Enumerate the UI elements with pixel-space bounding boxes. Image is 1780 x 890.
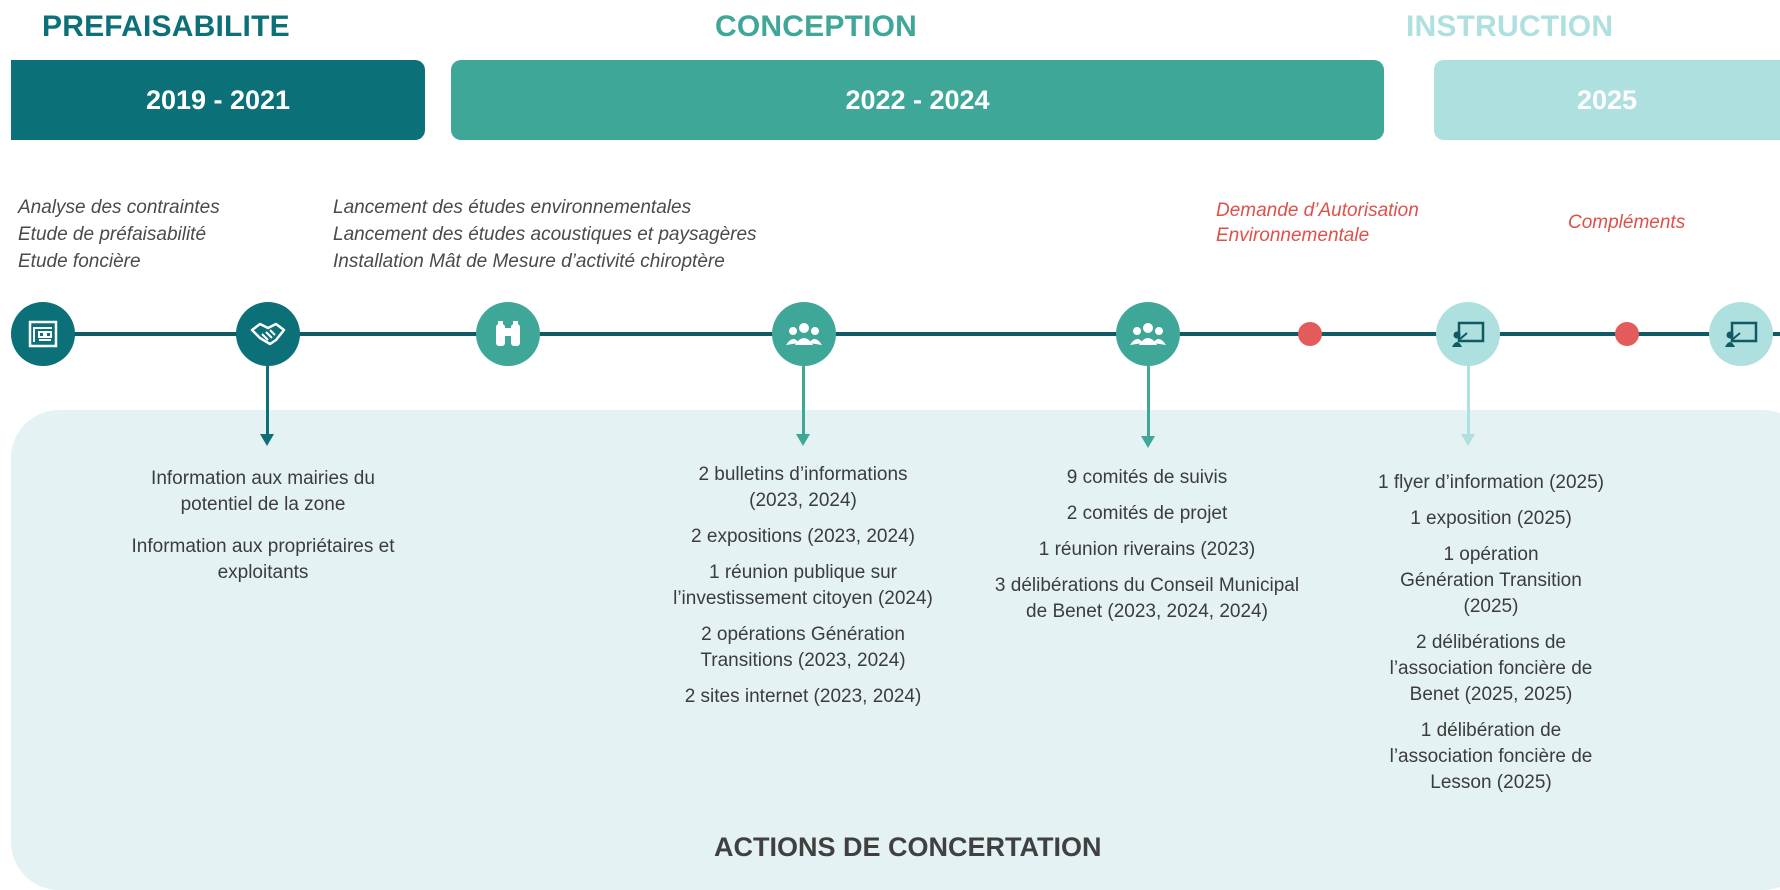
action-item: 1 réunion riverains (2023) bbox=[1038, 539, 1256, 560]
study-note: Demande d’Autorisation bbox=[1216, 200, 1419, 221]
action-item: 9 comités de suivis bbox=[1066, 467, 1228, 488]
study-note: Lancement des études acoustiques et pays… bbox=[333, 224, 757, 245]
study-note: Lancement des études environnementales bbox=[333, 197, 692, 218]
complements-note: Compléments bbox=[1568, 212, 1686, 233]
years-label: 2022 - 2024 bbox=[845, 84, 990, 115]
study-note: Etude foncière bbox=[18, 251, 141, 272]
presentation-icon bbox=[1436, 302, 1500, 366]
handshake-icon bbox=[236, 302, 300, 366]
connector-line bbox=[266, 366, 269, 436]
years-label: 2025 bbox=[1576, 84, 1638, 115]
arrow-down-icon bbox=[260, 434, 274, 446]
action-item: 1 réunion publique sur l’investissement … bbox=[673, 562, 933, 609]
connector-line bbox=[802, 366, 805, 436]
action-item: 1 exposition (2025) bbox=[1410, 508, 1572, 529]
connector-line bbox=[1467, 366, 1470, 436]
phase-title-prefaisabilite: PREFAISABILITE bbox=[42, 10, 290, 43]
actions-column-conception-2: 9 comités de suivis 2 comités de projet … bbox=[987, 465, 1307, 635]
study-note: Analyse des contraintes bbox=[18, 197, 220, 218]
years-label: 2019 - 2021 bbox=[145, 84, 291, 115]
milestone-dot bbox=[1615, 322, 1639, 346]
years-band-prefaisabilite: 2019 - 2021 bbox=[11, 60, 425, 140]
action-item: 2 expositions (2023, 2024) bbox=[691, 526, 915, 547]
action-item: 2 sites internet (2023, 2024) bbox=[684, 686, 922, 707]
action-item: 1 opération Génération Transition (2025) bbox=[1400, 544, 1582, 617]
studies-prefaisabilite: Analyse des contraintes Etude de préfais… bbox=[18, 194, 220, 275]
action-item: 2 bulletins d’informations (2023, 2024) bbox=[698, 464, 908, 511]
demande-autorisation-note: Demande d’Autorisation Environnementale bbox=[1216, 198, 1419, 248]
study-note: Environnementale bbox=[1216, 225, 1370, 246]
connector-line bbox=[1147, 366, 1150, 438]
presentation-icon bbox=[1709, 302, 1773, 366]
actions-column-prefaisabilite: Information aux mairies du potentiel de … bbox=[131, 466, 395, 596]
concertation-panel bbox=[11, 410, 1780, 890]
studies-conception: Lancement des études environnementales L… bbox=[333, 194, 757, 275]
action-item: Information aux propriétaires et exploit… bbox=[131, 536, 395, 583]
timeline-line bbox=[40, 332, 1780, 336]
action-item: 1 flyer d’information (2025) bbox=[1378, 472, 1604, 493]
action-item: Information aux mairies du potentiel de … bbox=[151, 468, 375, 515]
arrow-down-icon bbox=[796, 434, 810, 446]
arrow-down-icon bbox=[1461, 434, 1475, 446]
action-item: 2 délibérations de l’association foncièr… bbox=[1389, 632, 1593, 705]
blueprint-icon bbox=[11, 302, 75, 366]
actions-column-instruction: 1 flyer d’information (2025) 1 expositio… bbox=[1366, 470, 1616, 806]
years-band-conception: 2022 - 2024 bbox=[451, 60, 1384, 140]
years-band-instruction: 2025 bbox=[1434, 60, 1780, 140]
group-icon bbox=[772, 302, 836, 366]
milestone-dot bbox=[1298, 322, 1322, 346]
arrow-down-icon bbox=[1141, 436, 1155, 448]
study-note: Etude de préfaisabilité bbox=[18, 224, 207, 245]
action-item: 1 délibération de l’association foncière… bbox=[1389, 720, 1593, 793]
study-note: Installation Mât de Mesure d’activité ch… bbox=[333, 251, 725, 272]
phase-title-instruction: INSTRUCTION bbox=[1406, 10, 1614, 43]
panel-title: ACTIONS DE CONCERTATION bbox=[714, 832, 1102, 862]
action-item: 3 délibérations du Conseil Municipal de … bbox=[994, 575, 1300, 622]
phase-title-conception: CONCEPTION bbox=[715, 10, 918, 43]
binoculars-icon bbox=[476, 302, 540, 366]
action-item: 2 comités de projet bbox=[1066, 503, 1228, 524]
group-icon bbox=[1116, 302, 1180, 366]
action-item: 2 opérations Génération Transitions (202… bbox=[700, 624, 906, 671]
actions-column-conception-1: 2 bulletins d’informations (2023, 2024) … bbox=[667, 462, 939, 720]
